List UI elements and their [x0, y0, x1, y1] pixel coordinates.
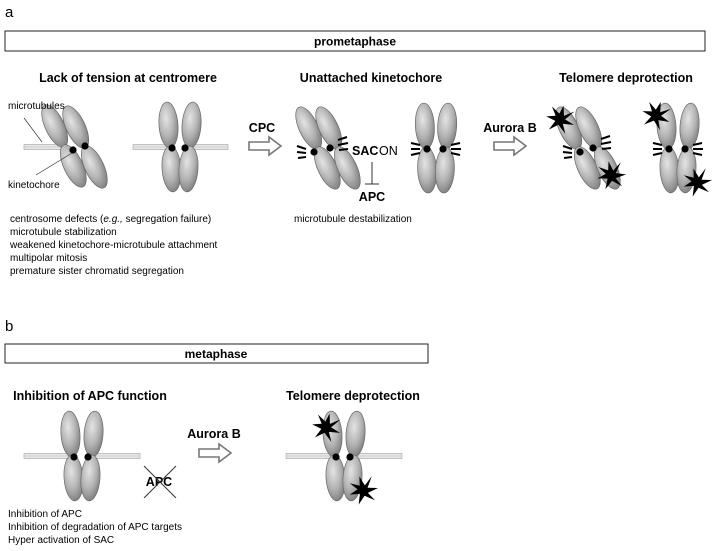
kinetochore-label: kinetochore: [8, 180, 60, 191]
kinetochore-dot: [332, 453, 340, 461]
aurora-b-arrow-a: [493, 136, 527, 156]
microtubules-pointer: [23, 117, 43, 143]
chromosome-tilted-deprotected: [543, 101, 629, 194]
cpc-arrow: [248, 136, 282, 156]
kinetochore-pointer: [35, 152, 73, 176]
apc-label-b: APC: [146, 475, 172, 489]
kinetochore-dot: [589, 144, 597, 152]
kinetochore-dot: [346, 453, 354, 461]
note-line: Hyper activation of SAC: [8, 535, 114, 546]
kinetochore-dot: [326, 144, 334, 152]
chromosome-metaphase-deprotected: [285, 409, 403, 507]
aurora-b-arrow-b: [198, 443, 232, 463]
kinetochore-dot: [70, 453, 78, 461]
apc-inhibited: APC: [143, 465, 177, 499]
chromosome-tilted-unattached: [290, 102, 366, 194]
note-line: centrosome defects (e.g., segregation fa…: [10, 214, 211, 225]
prometaphase-box: [4, 30, 706, 52]
chromosome-upright-unattached: [410, 102, 461, 194]
sac-signal-bars: [296, 136, 349, 159]
kinetochore-dot: [665, 145, 673, 153]
kinetochore-dot: [81, 142, 89, 150]
section-title-telomere-deprotection-a: Telomere deprotection: [559, 71, 693, 85]
on-label: ON: [379, 144, 398, 158]
notes-left: centrosome defects (e.g., segregation fa…: [9, 214, 218, 277]
kinetochore-dot: [681, 145, 689, 153]
apc-label-a: APC: [359, 190, 385, 204]
sac-signal-bars: [562, 135, 612, 159]
microtubules-label: microtubules: [8, 101, 65, 112]
kinetochore-dot: [423, 145, 431, 153]
kinetochore-dot: [69, 146, 77, 154]
sac-label: SAC: [352, 144, 378, 158]
cpc-label: CPC: [249, 121, 275, 135]
chromosome-upright-deprotected: [638, 97, 714, 199]
note-line: Inhibition of APC: [8, 509, 82, 520]
kinetochore-dot: [439, 145, 447, 153]
note-line: weakened kinetochore-microtubule attachm…: [9, 240, 218, 251]
section-title-inhibition-apc: Inhibition of APC function: [13, 389, 167, 403]
note-microtubule-destabilization: microtubule destabilization: [294, 214, 412, 225]
metaphase-box: [4, 343, 429, 364]
chromosome-upright-1: [132, 101, 229, 193]
chromosome-tilted-1: [23, 100, 113, 193]
note-line: multipolar mitosis: [10, 253, 87, 264]
metaphase-title: metaphase: [185, 347, 248, 361]
note-line: microtubule stabilization: [10, 227, 117, 238]
aurora-b-label-a: Aurora B: [483, 121, 536, 135]
sac-signal-bars: [410, 142, 461, 156]
cross-line: [143, 465, 177, 499]
kinetochore-dot: [310, 148, 318, 156]
section-title-unattached-kinetochore: Unattached kinetochore: [300, 71, 442, 85]
panel-a-letter: a: [5, 4, 14, 21]
kinetochore-dot: [181, 144, 189, 152]
note-line: Inhibition of degradation of APC targets: [8, 522, 182, 533]
section-title-telomere-deprotection-b: Telomere deprotection: [286, 389, 420, 403]
kinetochore-dot: [84, 453, 92, 461]
prometaphase-title: prometaphase: [314, 35, 396, 49]
aurora-b-label-b: Aurora B: [187, 427, 240, 441]
chromosome-metaphase-1: [23, 410, 141, 502]
note-line: premature sister chromatid segregation: [10, 266, 184, 277]
panel-b-letter: b: [5, 318, 13, 335]
kinetochore-dot: [576, 148, 584, 156]
section-title-lack-of-tension: Lack of tension at centromere: [39, 71, 217, 85]
sac-signal-bars: [652, 142, 703, 156]
kinetochore-dot: [168, 144, 176, 152]
